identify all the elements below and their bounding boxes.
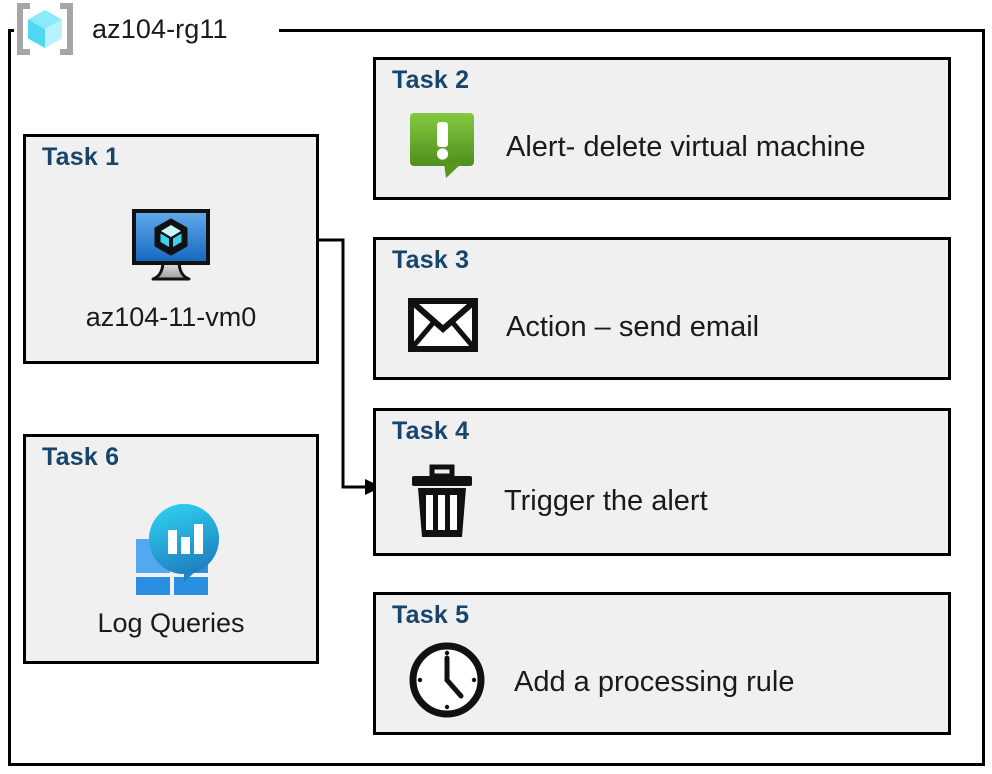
panel-label-task-3: Action – send email [506,311,760,343]
panel-task-5[interactable]: Task 5 Add a processing rule [373,592,951,735]
panel-title-task-4: Task 4 [392,417,470,445]
panel-title-task-3: Task 3 [392,246,470,274]
panel-title-task-5: Task 5 [392,601,470,629]
panel-body-task-4: Trigger the alert [406,453,938,549]
clock-icon [406,639,488,726]
resource-group-frame [8,29,985,766]
panel-task-3[interactable]: Task 3 Action – send email [373,237,951,380]
panel-label-task-6: Log Queries [97,608,245,638]
panel-body-task-6: Log Queries [26,481,316,655]
panel-task-6[interactable]: Task 6 [23,434,319,664]
panel-title-task-6: Task 6 [42,443,120,471]
envelope-icon [406,296,480,359]
log-analytics-icon [118,499,224,602]
trash-can-icon [406,457,478,546]
panel-label-task-2: Alert- delete virtual machine [506,131,866,163]
panel-task-4[interactable]: Task 4 Trigger the alert [373,408,951,556]
frame-title-gap [14,22,279,36]
panel-task-2[interactable]: Task 2 Alert- delete virtual machin [373,57,951,200]
panel-body-task-5: Add a processing rule [406,637,938,728]
panel-title-task-1: Task 1 [42,143,120,171]
panel-task-1[interactable]: Task 1 [23,134,319,364]
resource-group-name: az104-rg11 [92,13,228,44]
resource-group-header: az104-rg11 [14,2,228,56]
panel-title-task-2: Task 2 [392,66,470,94]
panel-label-task-4: Trigger the alert [504,484,708,517]
panel-body-task-1: az104-11-vm0 [26,181,316,355]
panel-label-task-1: az104-11-vm0 [85,302,257,332]
virtual-machine-icon [125,205,217,296]
panel-body-task-2: Alert- delete virtual machine [406,102,938,193]
panel-label-task-5: Add a processing rule [514,666,795,698]
resource-group-cube-icon [14,3,76,55]
panel-body-task-3: Action – send email [406,282,938,373]
alert-exclamation-icon [406,109,480,186]
